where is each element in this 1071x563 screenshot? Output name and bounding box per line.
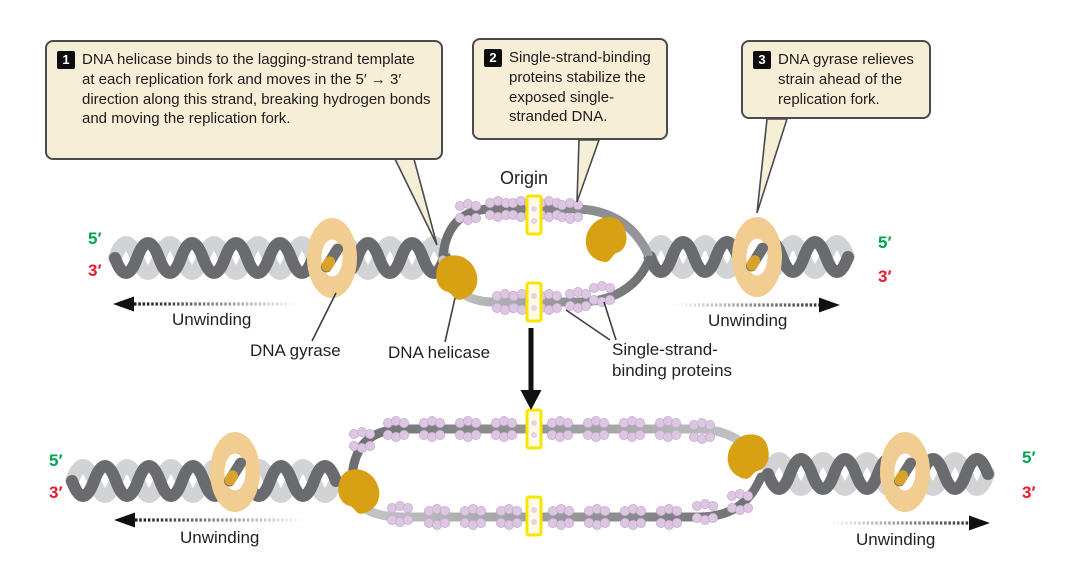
three-prime-label-top-left: 3′ [88, 261, 102, 280]
five-prime-label-bottom-right: 5′ [1022, 448, 1036, 467]
gyrase-bottom-right [880, 432, 930, 512]
three-prime-label-bottom-left: 3′ [49, 483, 63, 502]
gyrase-bottom-left [210, 432, 260, 512]
callout-1-dna-helicase: 1 DNA helicase binds to the lagging-stra… [45, 40, 443, 160]
callout-2-text: Single-strand-binding proteins stabilize… [509, 49, 651, 126]
ssb-proteins-label: Single-strand-binding proteins [612, 339, 732, 381]
unwinding-arrows [113, 296, 990, 531]
ssb-label-line2: binding proteins [612, 361, 733, 380]
three-prime-label-bottom-right: 3′ [1022, 483, 1036, 502]
unwinding-label-bottom-right: Unwinding [856, 530, 936, 549]
five-prime-label-top-right: 5′ [878, 233, 892, 252]
callout-tails [393, 118, 789, 246]
three-prime-label-top-right: 3′ [878, 267, 892, 286]
helix-bottom-left [65, 459, 343, 503]
gyrase-top-left [307, 218, 357, 298]
gyrase-top-right [732, 217, 782, 297]
five-prime-label-top-left: 5′ [88, 229, 102, 248]
helix-top-left [108, 236, 452, 280]
callout-2-ssb-proteins: 2 Single-strand-binding proteins stabili… [472, 38, 668, 140]
callout-1-number-badge: 1 [57, 51, 75, 69]
five-prime-label-bottom-left: 5′ [49, 451, 63, 470]
ssb-label-line1: Single-strand- [612, 340, 718, 359]
origin-label: Origin [500, 168, 549, 188]
callout-3-number-badge: 3 [753, 51, 771, 69]
dna-helicase-label: DNA helicase [388, 343, 491, 362]
helix-bottom-right [761, 452, 995, 496]
unwinding-label-top-left: Unwinding [172, 310, 252, 329]
callout-1-text: DNA helicase binds to the lagging-strand… [82, 51, 431, 128]
stage-transition-arrow [520, 328, 542, 410]
dna-gyrase-label: DNA gyrase [250, 341, 341, 360]
unwinding-label-bottom-left: Unwinding [180, 528, 260, 547]
unwinding-label-top-right: Unwinding [708, 311, 788, 330]
callout-3-text: DNA gyrase relieves strain ahead of the … [778, 51, 914, 108]
callout-2-number-badge: 2 [484, 49, 502, 67]
callout-3-dna-gyrase: 3 DNA gyrase relieves strain ahead of th… [741, 40, 931, 119]
leader-lines [311, 292, 617, 343]
